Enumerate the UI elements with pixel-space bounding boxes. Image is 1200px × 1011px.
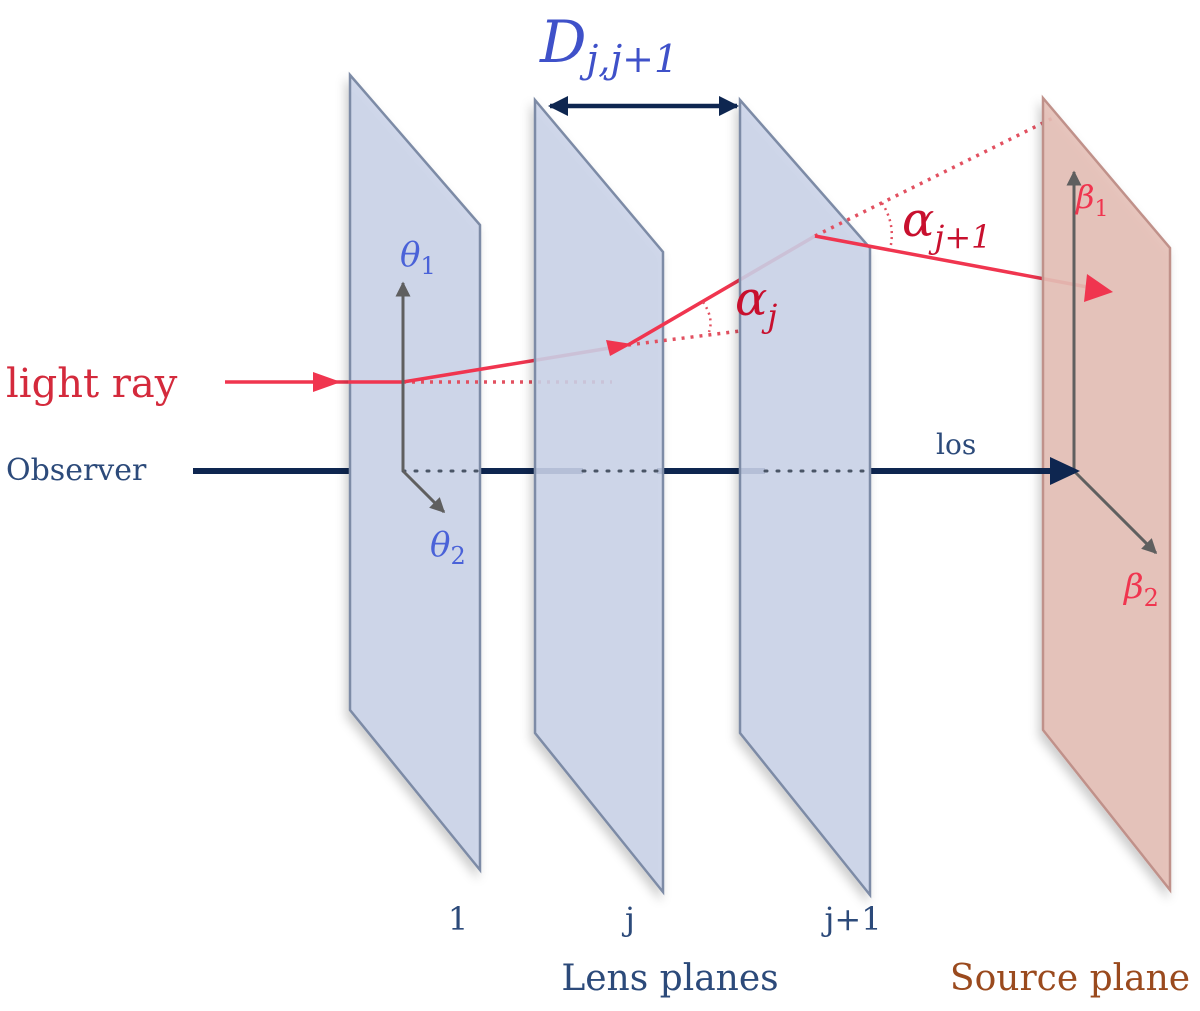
alpha-j-arc xyxy=(701,301,712,333)
plane-index-1: 1 xyxy=(448,900,468,938)
outgoing-ray-arrowhead xyxy=(1084,274,1113,302)
beta-1-label: β1 xyxy=(1075,178,1109,222)
observer-label: Observer xyxy=(6,453,147,488)
beta-axes xyxy=(1066,170,1158,555)
incoming-ray-arrowhead xyxy=(313,372,341,392)
alpha-j1-arc xyxy=(880,202,893,250)
light-ray-label: light ray xyxy=(6,361,178,407)
source-plane-label: Source plane xyxy=(950,958,1190,999)
alpha-j-label: αj xyxy=(735,271,777,335)
plane-index-j: j xyxy=(621,900,635,938)
theta-2-label: θ2 xyxy=(430,525,466,570)
lens-plane-j-plus-1 xyxy=(738,96,872,899)
plane-index-j-plus-1: j+1 xyxy=(820,900,881,938)
lens-planes-label: Lens planes xyxy=(561,958,778,999)
alpha-j1-label: αj+1 xyxy=(902,192,992,256)
ray-arrowhead-j xyxy=(606,340,632,356)
theta-axes xyxy=(395,281,446,514)
los-arrowhead xyxy=(1050,457,1080,485)
los-label: los xyxy=(936,428,976,461)
lens-plane-j xyxy=(533,96,665,896)
beta-2-label: β2 xyxy=(1122,567,1159,612)
theta-1-label: θ1 xyxy=(400,235,436,280)
distance-label: Dj,j+1 xyxy=(539,8,678,81)
